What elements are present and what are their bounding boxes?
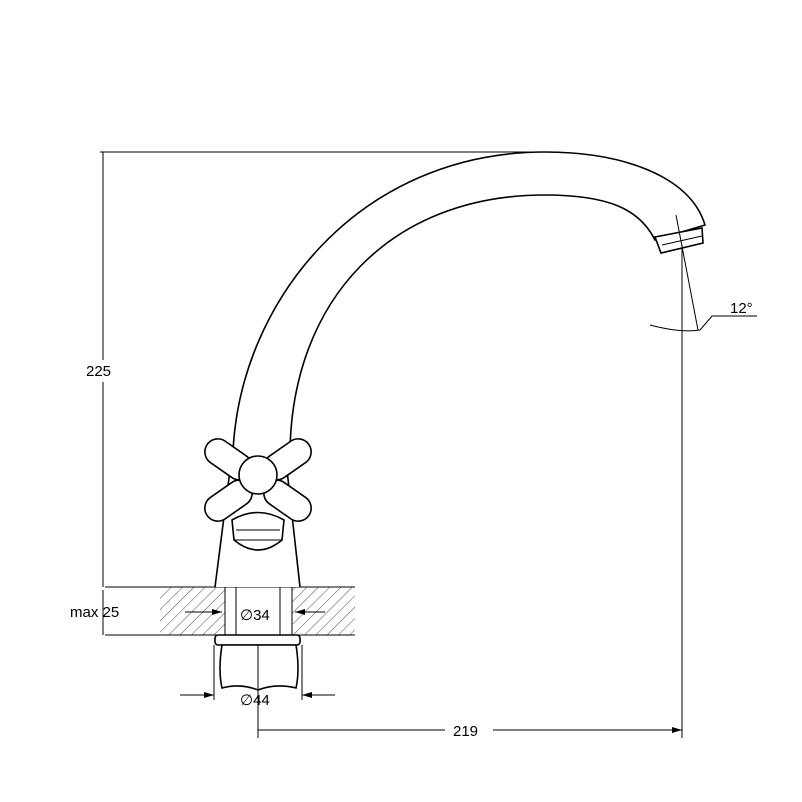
height-label: 225 [86, 363, 111, 380]
hole-diameter-label: ∅34 [240, 607, 270, 624]
cross-handle [204, 438, 312, 522]
countertop-section [105, 586, 355, 636]
reach-label: 219 [453, 723, 478, 740]
dimension-lines [100, 151, 757, 738]
counter-thickness-label: max 25 [70, 604, 119, 621]
nut-diameter-label: ∅44 [240, 692, 270, 709]
spout [232, 151, 706, 453]
spout-angle-label: 12° [730, 300, 753, 317]
aerator [653, 227, 704, 254]
mounting-nut [214, 634, 301, 691]
